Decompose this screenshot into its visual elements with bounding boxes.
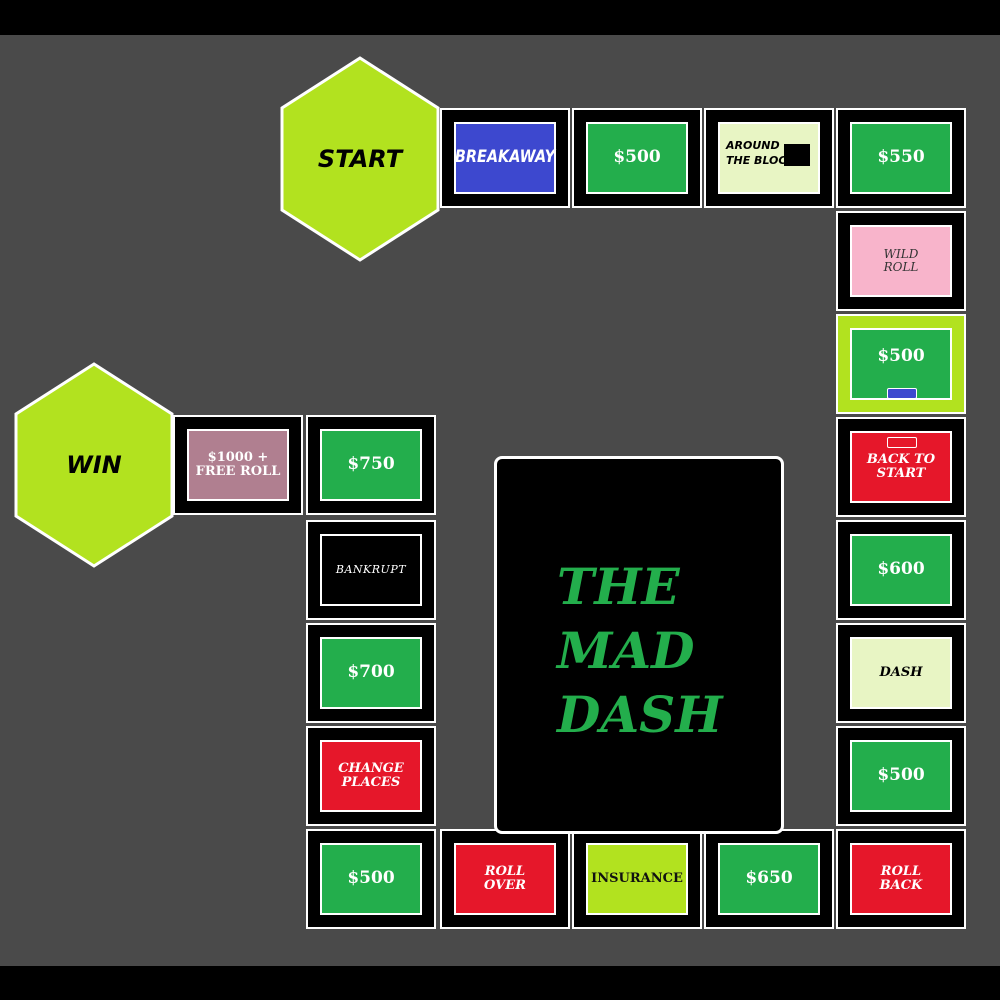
cash-label: $550 <box>877 147 925 168</box>
cash-label: $700 <box>347 662 395 683</box>
space-550[interactable]: $550 <box>836 108 966 208</box>
cash-label: $600 <box>877 559 925 580</box>
space-wild-roll[interactable]: WILD ROLL <box>836 211 966 311</box>
cash-tile: $500 <box>586 122 688 194</box>
space-500-right[interactable]: $500 <box>836 314 966 414</box>
space-bankrupt[interactable]: BANKRUPT <box>306 520 436 620</box>
breakaway-tile: BREAKAWAY <box>454 122 556 194</box>
space-breakaway[interactable]: BREAKAWAY <box>440 108 570 208</box>
wild-roll-tile: WILD ROLL <box>850 225 952 297</box>
back-to-start-tile: BACK TO START <box>850 431 952 503</box>
jackpot-tile: $1000 + FREE ROLL <box>187 429 289 501</box>
cash-label: $650 <box>745 868 793 889</box>
space-500-right2[interactable]: $500 <box>836 726 966 826</box>
wild-roll-label: WILD ROLL <box>883 247 919 274</box>
change-places-label: CHANGE PLACES <box>338 761 404 790</box>
space-roll-back[interactable]: ROLL BACK <box>836 829 966 929</box>
cash-label: $500 <box>613 147 661 168</box>
space-change-places[interactable]: CHANGE PLACES <box>306 726 436 826</box>
roll-back-tile: ROLL BACK <box>850 843 952 915</box>
insurance-label: INSURANCE <box>591 871 683 887</box>
win-space[interactable]: WIN <box>14 362 174 568</box>
back-to-start-label: BACK TO START <box>866 452 936 481</box>
cash-tile: $500 <box>850 328 952 400</box>
insurance-tile: INSURANCE <box>586 843 688 915</box>
dash-label: DASH <box>879 665 923 681</box>
roll-over-tile: ROLL OVER <box>454 843 556 915</box>
start-space[interactable]: START <box>280 56 440 262</box>
cash-tile: $750 <box>320 429 422 501</box>
player-token-red[interactable] <box>887 437 917 448</box>
game-title: THE MAD DASH <box>557 557 723 744</box>
space-650[interactable]: $650 <box>704 829 834 929</box>
cash-tile: $550 <box>850 122 952 194</box>
space-500-bottom[interactable]: $500 <box>306 829 436 929</box>
space-600[interactable]: $600 <box>836 520 966 620</box>
space-roll-over[interactable]: ROLL OVER <box>440 829 570 929</box>
win-label: WIN <box>66 451 122 479</box>
bankrupt-tile: BANKRUPT <box>320 534 422 606</box>
roll-over-label: ROLL OVER <box>484 864 526 893</box>
player-token-blue[interactable] <box>887 388 917 399</box>
dash-tile: DASH <box>850 637 952 709</box>
space-700[interactable]: $700 <box>306 623 436 723</box>
cash-tile: $650 <box>718 843 820 915</box>
space-750[interactable]: $750 <box>306 415 436 515</box>
cash-tile: $500 <box>850 740 952 812</box>
title-card: THE MAD DASH <box>494 456 784 834</box>
space-back-to-start[interactable]: BACK TO START <box>836 417 966 517</box>
cash-tile: $600 <box>850 534 952 606</box>
game-board: START WIN BREAKAWAY $500 AROUND THE BLOC… <box>0 35 1000 966</box>
space-dash[interactable]: DASH <box>836 623 966 723</box>
breakaway-label: BREAKAWAY <box>454 147 556 168</box>
start-label: START <box>317 145 403 173</box>
jackpot-label: $1000 + FREE ROLL <box>195 450 281 479</box>
bankrupt-label: BANKRUPT <box>335 563 407 577</box>
space-500-top[interactable]: $500 <box>572 108 702 208</box>
cash-label: $500 <box>877 346 925 367</box>
cash-label: $500 <box>347 868 395 889</box>
space-around-the-block[interactable]: AROUND THE BLOCK <box>704 108 834 208</box>
cash-tile: $700 <box>320 637 422 709</box>
cash-tile: $500 <box>320 843 422 915</box>
around-tile: AROUND THE BLOCK <box>718 122 820 194</box>
black-square-icon <box>784 144 810 166</box>
space-insurance[interactable]: INSURANCE <box>572 829 702 929</box>
change-places-tile: CHANGE PLACES <box>320 740 422 812</box>
cash-label: $750 <box>347 454 395 475</box>
space-1000-free-roll[interactable]: $1000 + FREE ROLL <box>173 415 303 515</box>
roll-back-label: ROLL BACK <box>879 864 923 893</box>
cash-label: $500 <box>877 765 925 786</box>
